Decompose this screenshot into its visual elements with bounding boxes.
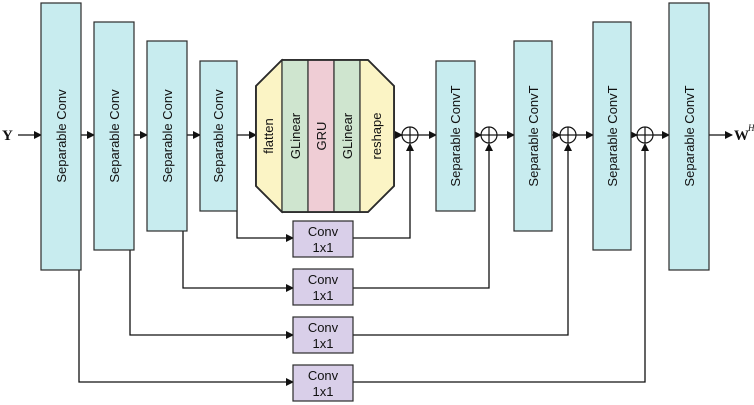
skip-conv-4-line2: 1x1	[313, 384, 334, 399]
decoder-block-2: Separable ConvT	[513, 40, 553, 232]
skip-conv-4-line1: Conv	[308, 368, 339, 383]
skip-conv-3-line2: 1x1	[313, 336, 334, 351]
decoder-block-3-label: Separable ConvT	[605, 85, 620, 186]
gru-block	[307, 59, 335, 213]
encoder-block-4: Separable Conv	[199, 60, 238, 212]
output-superscript: H	[747, 123, 754, 133]
add-node-4	[636, 126, 654, 144]
skip-conv-2-line1: Conv	[308, 272, 339, 287]
encoder-block-4-label: Separable Conv	[211, 89, 226, 183]
encoder-block-3: Separable Conv	[146, 40, 188, 232]
flatten-label: flatten	[261, 118, 276, 153]
gru-label: GRU	[314, 122, 329, 151]
skip-line-1-out	[353, 143, 414, 239]
skip-line-3-out	[353, 143, 572, 336]
skip-conv-block-1: Conv 1x1	[292, 220, 354, 258]
encoder-block-1-label: Separable Conv	[54, 89, 69, 183]
decoder-block-1-label: Separable ConvT	[448, 85, 463, 186]
encoder-block-3-label: Separable Conv	[160, 89, 175, 183]
decoder-block-4-label: Separable ConvT	[682, 85, 697, 186]
skip-conv-3-line1: Conv	[308, 320, 339, 335]
skip-line-2-out	[353, 143, 493, 289]
decoder-block-3: Separable ConvT	[592, 21, 632, 251]
skip-conv-1-line2: 1x1	[313, 240, 334, 255]
decoder-block-1: Separable ConvT	[435, 60, 476, 212]
skip-conv-block-3: Conv 1x1	[292, 316, 354, 354]
add-node-2	[480, 126, 498, 144]
encoder-block-2: Separable Conv	[93, 21, 135, 251]
glinear-label-1: GLinear	[288, 112, 303, 159]
add-node-3	[559, 126, 577, 144]
add-node-1	[401, 126, 419, 144]
decoder-block-2-label: Separable ConvT	[526, 85, 541, 186]
skip-line-4-out	[353, 143, 649, 383]
skip-conv-1-line1: Conv	[308, 224, 339, 239]
decoder-block-4: Separable ConvT	[668, 2, 710, 271]
reshape-label: reshape	[369, 113, 384, 160]
glinear-label-2: GLinear	[340, 112, 355, 159]
skip-conv-2-line2: 1x1	[313, 288, 334, 303]
skip-conv-block-4: Conv 1x1	[292, 364, 354, 402]
bottleneck-module: flatten GLinear GRU GLinear reshape	[255, 58, 395, 214]
encoder-block-2-label: Separable Conv	[107, 89, 122, 183]
glinear-block-2	[333, 59, 361, 213]
output-label: W	[734, 128, 749, 144]
skip-conv-block-2: Conv 1x1	[292, 268, 354, 306]
output-label-group: W H	[734, 123, 754, 144]
encoder-block-1: Separable Conv	[40, 2, 82, 271]
input-label: Y	[2, 128, 13, 144]
